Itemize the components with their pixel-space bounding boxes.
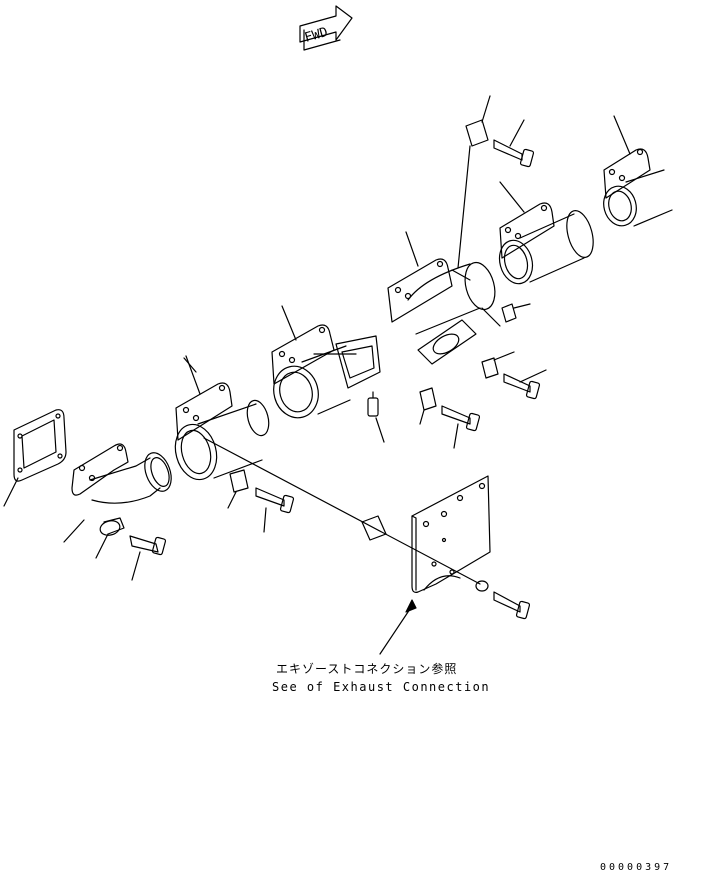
fwd-label: FWD bbox=[303, 25, 330, 46]
end-pipe-part bbox=[599, 116, 672, 229]
spacer-bracket bbox=[362, 516, 386, 540]
exhaust-pipe-2-part bbox=[268, 306, 380, 423]
spacer-bolt-top bbox=[458, 96, 534, 268]
exhaust-pipe-3-part bbox=[388, 232, 500, 364]
exhaust-pipe-1-part bbox=[169, 356, 272, 484]
elbow-pipe-part bbox=[64, 444, 176, 542]
sensor-fitting-part bbox=[368, 392, 384, 442]
assembly-guide-line bbox=[204, 438, 480, 584]
spacer-bolt-3 bbox=[482, 352, 546, 399]
mounting-bracket-part bbox=[412, 476, 530, 619]
reference-note-english: See of Exhaust Connection bbox=[272, 680, 491, 694]
spacer-bolt-front bbox=[96, 518, 166, 580]
gasket-part bbox=[4, 410, 66, 506]
spacer-bolt-2 bbox=[420, 388, 480, 448]
fwd-arrow-icon: FWD bbox=[300, 6, 352, 50]
spacer-bolt-1 bbox=[228, 470, 294, 532]
plug-fitting-part bbox=[502, 304, 530, 322]
drawing-number: 00000397 bbox=[600, 862, 673, 873]
exhaust-pipe-4-part bbox=[495, 182, 598, 287]
reference-leader-arrow bbox=[380, 600, 416, 654]
reference-note-japanese: エキゾーストコネクション参照 bbox=[276, 662, 458, 676]
